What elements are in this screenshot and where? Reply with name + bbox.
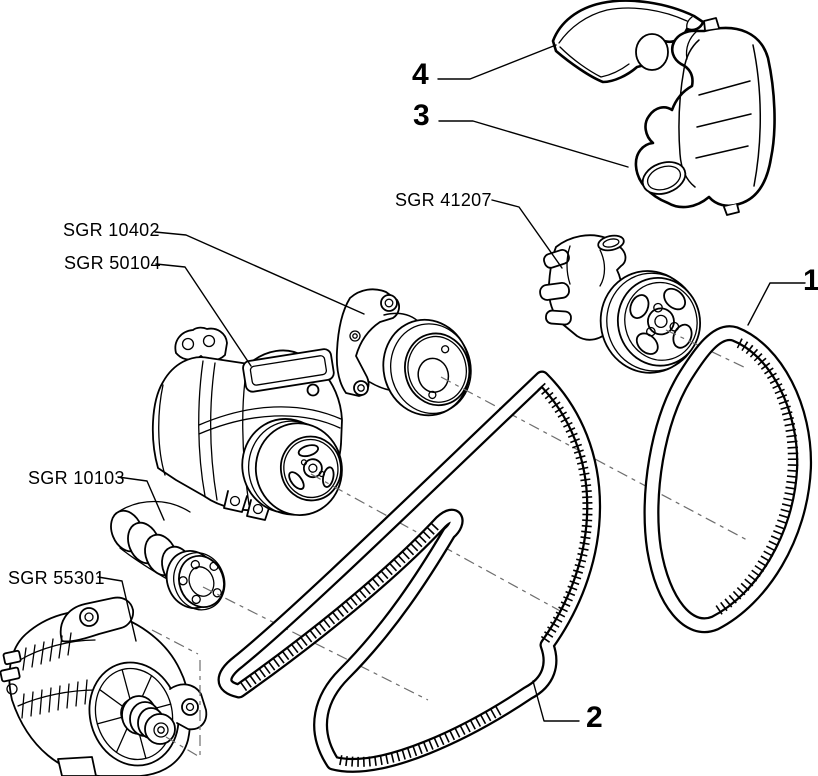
leader-lines [97,44,806,722]
belt-cover-upper-drawing [551,0,705,84]
belt-2-drawing [217,370,602,773]
belt-1-drawing [643,325,813,634]
water-pump-drawing [335,288,472,417]
compressor-clutch-pulley [241,418,343,516]
coupling-flange [165,550,226,611]
callout-item-1: 1 [803,264,818,297]
callout-sgr-55301: SGR 55301 [8,568,105,588]
power-steering-pulley [599,270,702,374]
callout-sgr-10402: SGR 10402 [63,220,160,240]
callout-item-2: 2 [586,701,603,734]
callout-item-4: 4 [412,58,429,91]
alternator-drawing [0,596,208,776]
water-pump-pulley [382,318,472,417]
ac-compressor-drawing [151,326,343,521]
callout-sgr-10103: SGR 10103 [28,468,125,488]
belt-cover-lower-drawing [634,17,776,216]
callout-sgr-50104: SGR 50104 [64,253,161,273]
compressor-bracket [242,348,335,393]
power-steering-pump-drawing [539,234,702,374]
callout-labels: 4 3 1 2 SGR 41207 SGR 10402 SGR 50104 SG… [8,58,818,734]
flexible-coupling-drawing [110,500,226,611]
callout-sgr-41207: SGR 41207 [395,190,492,210]
callout-item-3: 3 [413,99,430,132]
